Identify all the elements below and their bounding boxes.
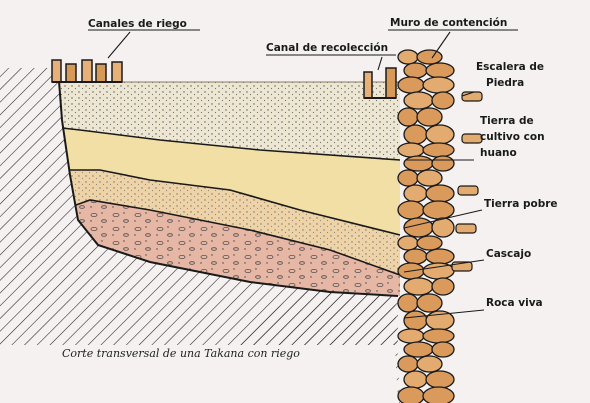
wall-stone [416,293,443,313]
wall-stone [403,155,434,172]
wall-stone [403,341,434,358]
label-tierra-de-cultivo-2: cultivo con [480,131,545,143]
step-stone [455,223,477,234]
label-tierra-pobre: Tierra pobre [484,198,558,210]
diagram-labels: Canales de riego Muro de contención Cana… [88,17,558,309]
label-tierra-de-cultivo-1: Tierra de [480,115,534,127]
wall-stone [403,91,434,110]
wall-stone [431,341,455,358]
wall-stone [403,310,428,331]
wall-stone [422,200,455,220]
wall-stone [425,370,455,389]
label-escalera-de-piedra-1: Escalera de [476,61,544,73]
label-tierra-de-cultivo-3: huano [480,147,517,159]
step-stone [461,91,483,102]
wall-stone [425,248,455,265]
wall-stone [425,184,455,203]
wall-stone [422,142,455,158]
wall-stone [397,76,425,94]
retaining-wall [397,49,483,403]
wall-stone [431,277,455,296]
step-stone [461,133,483,144]
bedrock-hatching [0,68,400,403]
wall-stone [397,328,425,344]
wall-stone [397,169,419,187]
wall-stone [397,355,419,373]
label-canal-de-recoleccion: Canal de recolección [266,42,388,54]
wall-stone [403,62,428,79]
wall-stone [422,76,455,94]
wall-stone [422,386,455,403]
wall-stone [431,91,455,110]
label-escalera-de-piedra-2: Piedra [486,77,524,89]
wall-stone [425,124,455,145]
label-cascajo: Cascajo [486,248,531,260]
wall-stone [431,155,455,172]
wall-stone [397,200,425,220]
wall-stone [397,142,425,158]
wall-stone [403,124,428,145]
wall-stone [397,235,419,251]
collection-channel [363,67,397,99]
wall-stone [403,248,428,265]
wall-stone [416,49,443,65]
wall-stone [416,107,443,127]
figure-caption: Corte transversal de una Takana con rieg… [62,347,300,360]
soil-layers [57,67,401,297]
wall-stone [422,328,455,344]
wall-stone [397,107,419,127]
wall-stone [416,355,443,373]
wall-stone [397,293,419,313]
wall-stone [403,184,428,203]
label-canales-de-riego: Canales de riego [88,18,187,30]
wall-stone [397,49,419,65]
leader-lines [88,29,518,319]
label-roca-viva: Roca viva [486,297,543,309]
wall-stone [416,235,443,251]
wall-stone [403,277,434,296]
wall-stone [425,62,455,79]
wall-stone [431,217,455,238]
wall-stone [403,370,428,389]
wall-stone [416,169,443,187]
step-stone [457,185,479,196]
wall-stone [397,386,425,403]
irrigation-channels [51,59,123,83]
label-muro-de-contencion: Muro de contención [390,17,507,29]
